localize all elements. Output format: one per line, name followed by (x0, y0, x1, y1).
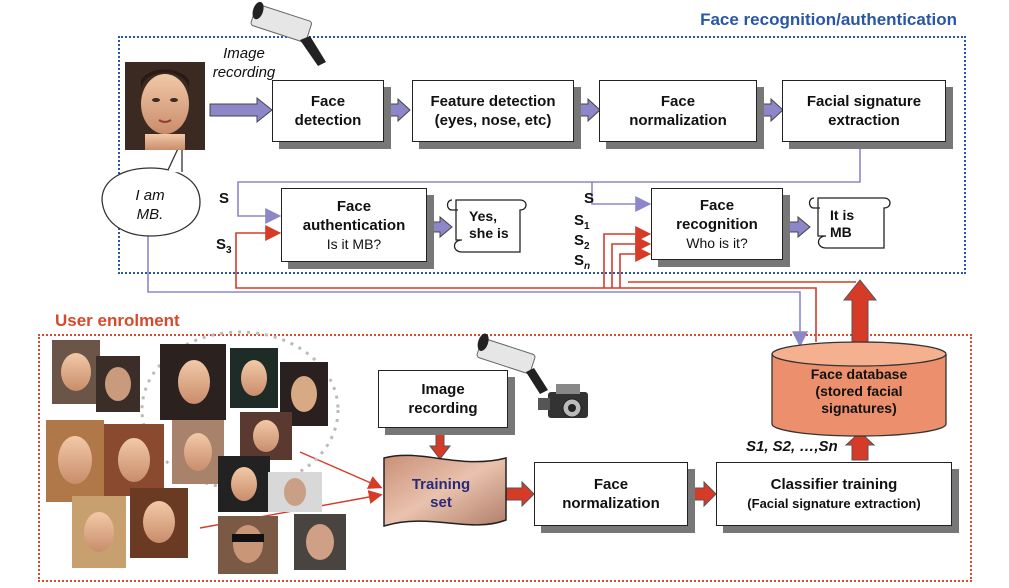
face-recognition-question: Who is it? (686, 234, 748, 251)
signature-s1: S1 (574, 212, 590, 232)
auth-result-text: Yes, she is (469, 208, 509, 241)
training-to-db-arrow (844, 431, 876, 461)
face-normalization-box: Face normalization (599, 80, 757, 142)
face-database-label: Face database (stored facial signatures) (810, 366, 908, 416)
signature-extraction-label: Facial signature extraction (806, 93, 922, 129)
trainingset-to-normalization-arrow (505, 480, 535, 508)
signature-s-auth: S (219, 190, 230, 207)
enrol-face-normalization-box: Face normalization (534, 462, 688, 526)
image-recording-label: Image recording (212, 45, 276, 81)
enrol-signatures-label: S1, S2, …,Sn (746, 438, 838, 455)
face-normalization-label: Face normalization (629, 93, 727, 129)
recog-result-scroll (808, 197, 891, 249)
face-photo-icon (130, 488, 188, 558)
face-photo-icon (104, 424, 164, 496)
face-recognition-box: Face recognition Who is it? (651, 188, 783, 260)
pipeline-arrows (209, 96, 811, 239)
enrol-face-normalization-label: Face normalization (562, 476, 660, 512)
training-set-document (383, 454, 507, 528)
face-detection-label: Face detection (294, 93, 362, 129)
signature-s-recog: S (584, 190, 595, 207)
signature-s3: S3 (216, 236, 232, 256)
db-to-recognition-arrow (842, 279, 878, 348)
speech-bubble-text: I am MB. (135, 187, 165, 223)
feature-detection-sub: (eyes, nose, etc) (434, 112, 552, 129)
feature-detection-box: Feature detection (eyes, nose, etc) (412, 80, 574, 142)
classifier-training-label: Classifier training (770, 476, 898, 493)
enrolment-region (38, 334, 972, 582)
face-photo-icon (72, 496, 126, 568)
security-camera-icon (250, 1, 326, 66)
face-recognition-label: Face recognition (676, 196, 758, 233)
face-authentication-label: Face authentication (302, 197, 406, 234)
training-set-label: Training set (411, 476, 471, 511)
face-photo-icon (218, 516, 278, 574)
signature-lines (147, 148, 861, 348)
face-authentication-question: Is it MB? (326, 235, 382, 252)
face-photo-icon (172, 420, 224, 484)
stored-signature-lines (235, 225, 856, 342)
classifier-training-sub: (Facial signature extraction) (747, 496, 921, 511)
enrol-image-recording-box: Image recording (378, 370, 508, 428)
enrol-image-recording-label: Image recording (408, 381, 478, 417)
face-photo-icon (125, 62, 205, 150)
feature-detection-label: Feature detection (430, 93, 556, 110)
auth-result-scroll (446, 199, 527, 253)
face-photo-icon (46, 420, 104, 502)
face-database-cylinder (771, 341, 947, 437)
face-photo-icon (268, 472, 322, 512)
recording-to-trainingset-arrow (428, 427, 452, 460)
security-camera-icon (476, 333, 548, 394)
face-photo-icon (160, 344, 226, 420)
recog-result-text: It is MB (830, 207, 855, 240)
video-camcorder-icon (538, 384, 588, 418)
face-photo-icon (52, 340, 100, 404)
classifier-training-box: Classifier training (Facial signature ex… (716, 462, 952, 526)
signature-sn: Sn (574, 252, 591, 272)
signature-extraction-box: Facial signature extraction (782, 80, 946, 142)
face-authentication-box: Face authentication Is it MB? (281, 188, 427, 262)
face-photo-icon (240, 412, 292, 460)
recognition-region (118, 36, 966, 274)
recognition-section-title: Face recognition/authentication (700, 10, 957, 29)
face-photo-icon (230, 348, 278, 408)
enrolment-section-title: User enrolment (55, 311, 180, 330)
face-photo-icon (294, 514, 346, 570)
face-photo-icon (280, 362, 328, 426)
face-photo-icon (218, 456, 270, 512)
face-detection-box: Face detection (272, 80, 384, 142)
face-photo-icon (96, 356, 140, 412)
face-collage (46, 330, 346, 574)
signature-s2: S2 (574, 232, 590, 252)
normalization-to-classifier-arrow (687, 480, 717, 508)
